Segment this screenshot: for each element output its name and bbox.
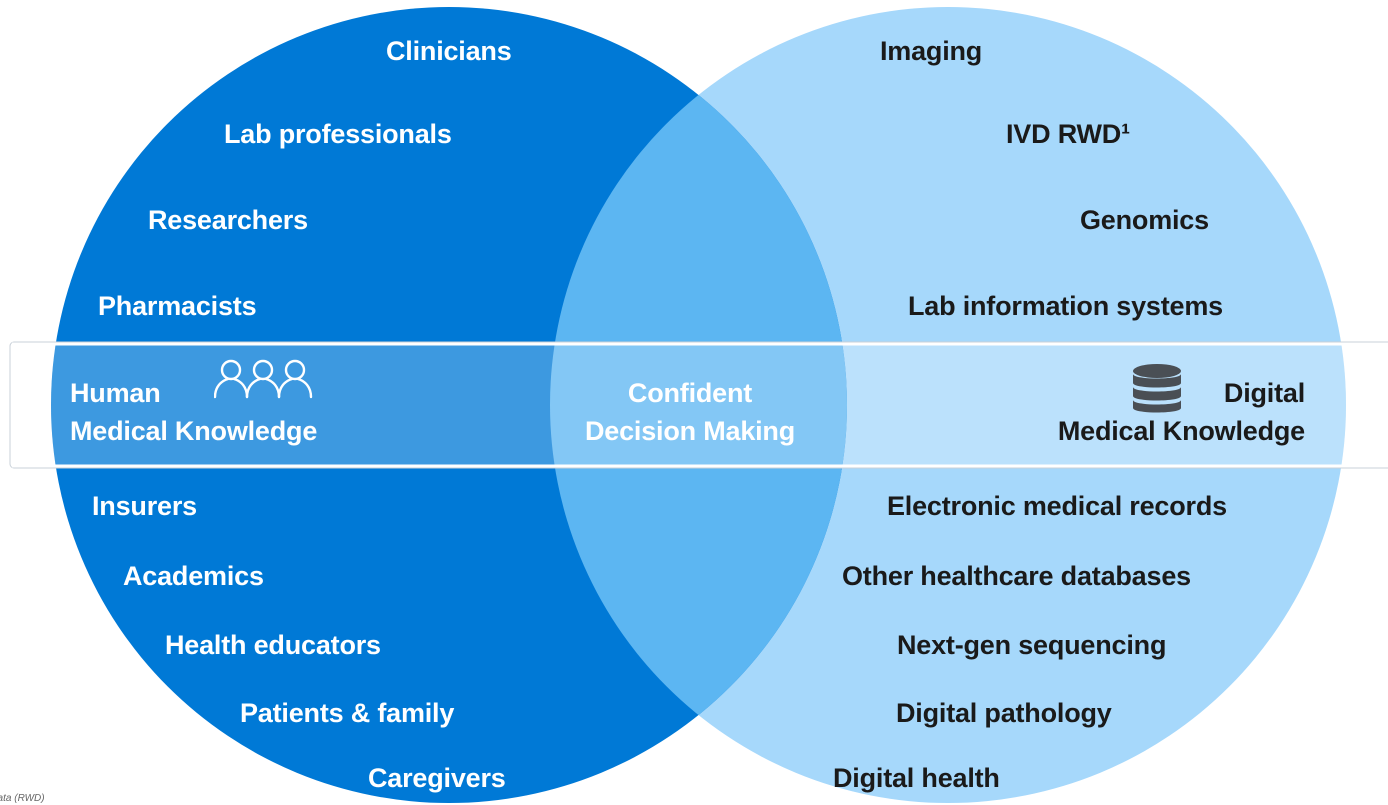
people-icon [214,359,313,399]
left-item-lab-professionals: Lab professionals [224,119,452,149]
digital-knowledge-line1: Digital [1223,378,1305,408]
left-item-insurers: Insurers [92,491,197,521]
left-item-pharmacists: Pharmacists [98,291,257,321]
right-item-digital-pathology: Digital pathology [896,698,1112,728]
human-knowledge-line1: Human [70,378,161,408]
right-item-lab-information-systems: Lab information systems [908,291,1223,321]
intersection-label-line2: Decision Making [584,416,796,446]
left-item-researchers: Researchers [148,205,308,235]
intersection-label-line1: Confident [627,378,753,408]
right-item-other-healthcare-databases: Other healthcare databases [842,561,1191,591]
right-item-ivd-rwd: IVD RWD¹ [1006,119,1130,149]
footnote: data (RWD) [0,793,45,804]
left-item-caregivers: Caregivers [368,763,506,793]
right-item-genomics: Genomics [1080,205,1209,235]
digital-knowledge-line2: Medical Knowledge [1057,416,1305,446]
right-item-electronic-medical-records: Electronic medical records [887,491,1227,521]
right-item-digital-health: Digital health [833,763,1000,793]
intersection-region [550,7,847,803]
database-icon [1133,364,1181,413]
left-item-academics: Academics [123,561,264,591]
left-item-health-educators: Health educators [165,630,381,660]
band-frame [9,341,1388,469]
right-item-next-gen-sequencing: Next-gen sequencing [897,630,1167,660]
left-item-patients-family: Patients & family [240,698,455,728]
band-overlay [51,345,1346,465]
right-item-imaging: Imaging [880,36,983,66]
left-item-clinicians: Clinicians [386,36,512,66]
human-knowledge-line2: Medical Knowledge [70,416,318,446]
